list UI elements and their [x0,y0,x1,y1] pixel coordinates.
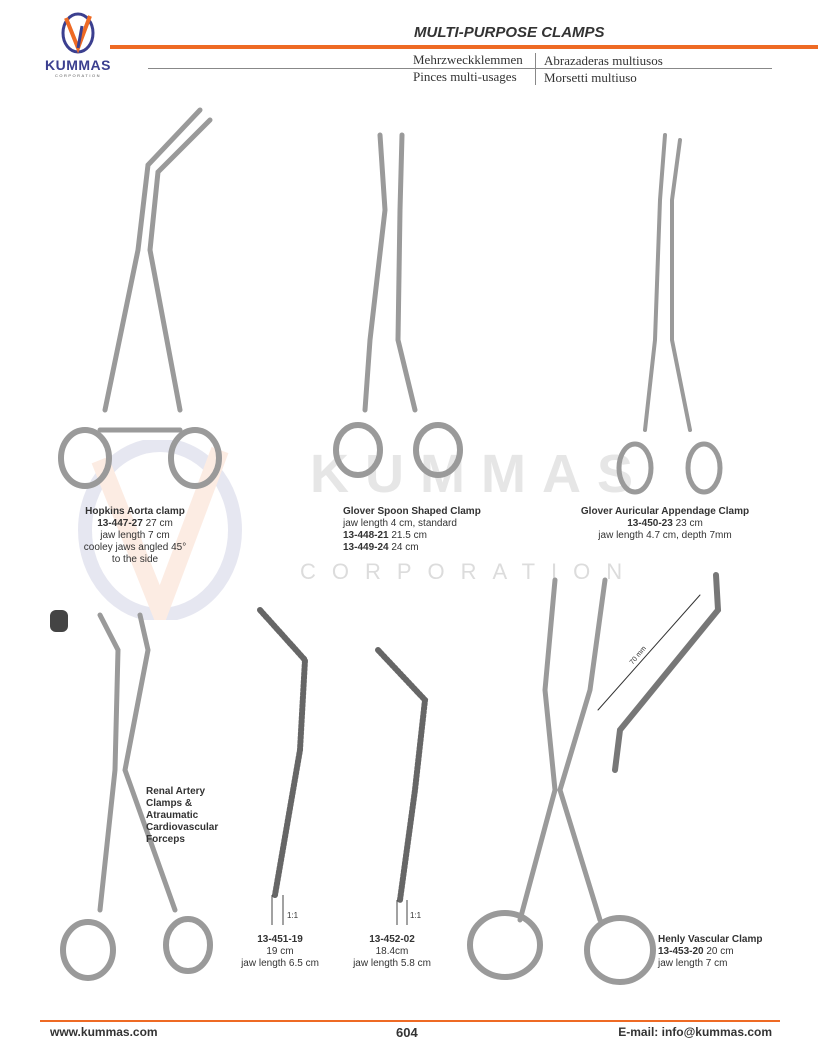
dimension-line [597,594,701,711]
logo-name: KUMMAS [45,57,111,73]
product-size: 18.4cm [375,946,409,957]
product-detail: jaw length 7 cm [100,530,170,541]
caption-jaw-1: 13-451-19 19 cm jaw length 6.5 cm [220,934,340,970]
caption-henly: Henly Vascular Clamp 13-453-20 20 cm jaw… [658,934,808,970]
product-name-line: Cardiovascular [146,822,219,833]
product-code: 13-450-23 [627,518,673,529]
product-detail: jaw length 5.8 cm [353,958,431,969]
header-divider [110,45,818,49]
product-size: 23 cm [675,518,703,529]
product-size: 24 cm [391,542,419,553]
product-name-line: Renal Artery [146,786,206,797]
caption-renal: Renal Artery Clamps & Atraumatic Cardiov… [146,786,218,846]
product-size: 20 cm [706,946,734,957]
watermark-sub: CORPORATION [300,559,639,584]
product-name-line: Forceps [146,834,185,845]
product-name: Glover Auricular Appendage Clamp [580,506,750,517]
product-name-line: Clamps & [146,798,193,809]
jaw-1-image [257,607,309,898]
jaw-2-scale: 1:1 [410,911,422,920]
translation-it: Morsetti multiuso [544,70,637,85]
product-detail: jaw length 4.7 cm, depth 7mm [598,530,732,541]
product-detail: to the side [111,554,159,565]
atraumatic-symbol-icon [50,610,68,632]
product-code: 13-449-24 [343,542,389,553]
logo-mark-icon [61,12,95,54]
instrument-illustrations [50,107,723,985]
caption-hopkins: Hopkins Aorta clamp 13-447-27 27 cm jaw … [55,506,215,566]
product-detail: cooley jaws angled 45° [83,542,187,553]
product-name: Henly Vascular Clamp [658,934,763,945]
product-size: 27 cm [145,518,173,529]
henly-jaw-detail-image [612,572,722,773]
glover-auricular-clamp-image [616,133,723,495]
product-name-line: Atraumatic [146,810,199,821]
jaw-1-scale: 1:1 [287,911,299,920]
glover-spoon-clamp-image [333,132,463,478]
page-title: MULTI-PURPOSE CLAMPS [414,24,605,41]
footer-email-link[interactable]: E-mail: info@kummas.com [618,1025,772,1039]
caption-jaw-2: 13-452-02 18.4cm jaw length 5.8 cm [332,934,452,970]
product-size: 21.5 cm [391,530,427,541]
hopkins-clamp-image [58,107,222,489]
footer-divider [40,1020,780,1022]
subtitle-vertical-divider [535,53,536,85]
page-number: 604 [396,1025,418,1040]
product-code: 13-448-21 [343,530,389,541]
product-code: 13-451-19 [257,934,303,945]
product-name: Glover Spoon Shaped Clamp [343,506,481,517]
translation-de: Mehrzweckklemmen [413,52,523,67]
logo-sub: CORPORATION [55,73,101,78]
translation-es: Abrazaderas multiusos [544,53,663,68]
product-detail: jaw length 4 cm, standard [343,518,457,529]
renal-artery-clamp-image [60,612,213,981]
product-detail: jaw length 6.5 cm [241,958,319,969]
footer-website-link[interactable]: www.kummas.com [50,1025,158,1039]
jaw-2-image [375,647,429,903]
product-size: 19 cm [266,946,294,957]
subtitle-divider [148,68,772,69]
product-name: Hopkins Aorta clamp [85,506,185,517]
product-code: 13-453-20 [658,946,704,957]
product-detail: jaw length 7 cm [658,958,728,969]
caption-glover-spoon: Glover Spoon Shaped Clamp jaw length 4 c… [343,506,513,554]
product-code: 13-447-27 [97,518,143,529]
translation-fr: Pinces multi-usages [413,69,517,84]
product-code: 13-452-02 [369,934,415,945]
caption-glover-auricular: Glover Auricular Appendage Clamp 13-450-… [565,506,765,542]
watermark-logo-icon [78,440,242,620]
logo: KUMMAS CORPORATION [38,12,118,78]
henly-clamp-image [467,577,656,985]
